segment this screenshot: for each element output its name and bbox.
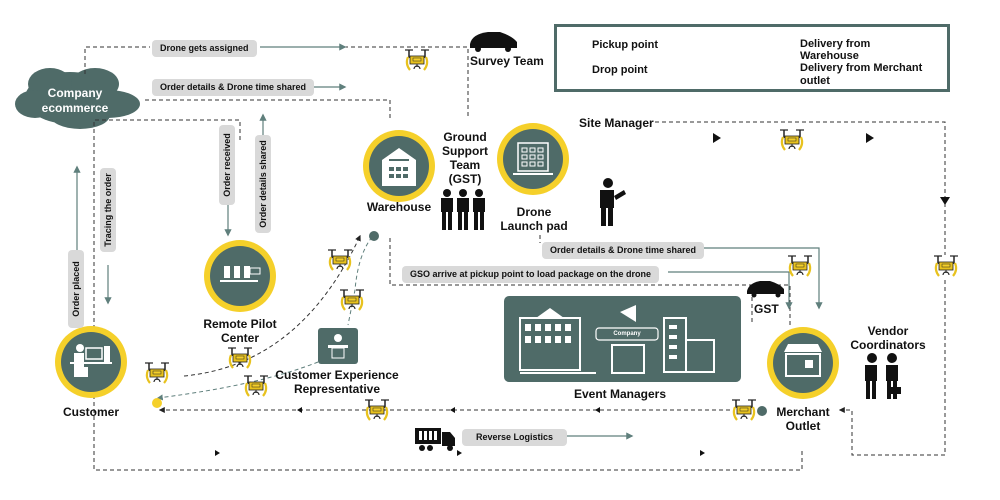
drone-icon: [730, 398, 758, 422]
customer-label: Customer: [62, 405, 119, 419]
dashed-connectors: [84, 46, 946, 471]
legend-merchant-label-1: Delivery from Merchant: [800, 62, 923, 74]
drone-icon: [778, 128, 806, 152]
site-manager-label: Site Manager: [579, 116, 654, 130]
truck-icon: [415, 428, 455, 451]
company-label-line1: Company: [47, 86, 103, 100]
company-banner-label: Company: [613, 331, 641, 337]
survey-team-label: Survey Team: [470, 54, 544, 68]
drone-icon: [338, 288, 366, 312]
flow-order-details-top: Order details & Drone time shared: [152, 79, 315, 96]
drop-point-customer: [152, 398, 162, 408]
gst-car-label: GST: [754, 302, 779, 316]
flow-tracing-order: Tracing the order: [100, 168, 116, 252]
customer-circle: [55, 326, 127, 398]
company-label-line2: ecommerce: [41, 101, 109, 115]
ground-support-team-icon: [441, 189, 485, 230]
flow-order-received: Order received: [219, 125, 235, 205]
flow-gso-arrive: GSO arrive at pickup point to load packa…: [402, 266, 660, 283]
legend-warehouse-label-1: Delivery from: [800, 38, 871, 50]
vendor-coordinators-icon: [865, 353, 901, 399]
drone-icon: [326, 248, 354, 272]
legend-merchant-label-2: outlet: [800, 75, 830, 87]
solid-arrows: [73, 43, 823, 440]
flow-order-placed: Order placed: [68, 250, 84, 328]
drone-icon: [786, 254, 814, 278]
merchant-outlet-circle: [767, 327, 839, 399]
flow-order-details-right: Order details & Drone time shared: [542, 242, 705, 259]
drone-icon: [242, 374, 270, 398]
drone-icon: [226, 346, 254, 370]
cer-box: [318, 328, 358, 364]
company-ecommerce-label: Company ecommerce: [40, 86, 110, 116]
launch-pad-circle: [497, 123, 569, 195]
flow-reverse-logistics: Reverse Logistics: [462, 429, 568, 446]
drone-icon: [403, 48, 431, 72]
flow-order-details-shared: Order details shared: [255, 135, 271, 233]
warehouse-circle: [363, 130, 435, 202]
gst-car-icon: [747, 281, 784, 298]
legend-drop-label: Drop point: [592, 64, 648, 76]
legend-pickup-label: Pickup point: [592, 39, 658, 51]
pickup-point-warehouse: [369, 231, 379, 241]
legend-box: Pickup point Drop point Delivery from Wa…: [554, 24, 950, 92]
drone-icon: [143, 361, 171, 385]
event-managers-label: Event Managers: [573, 387, 667, 401]
warehouse-label: Warehouse: [366, 200, 432, 214]
site-manager-icon: [600, 178, 626, 226]
pickup-point-merchant: [757, 406, 767, 416]
remote-pilot-circle: [204, 240, 276, 312]
legend-warehouse-label-2: Warehouse: [800, 50, 859, 62]
event-managers-panel: [504, 296, 741, 382]
drone-icon: [932, 254, 960, 278]
direction-markers: [215, 133, 950, 456]
flow-drone-gets-assigned: Drone gets assigned: [152, 40, 257, 57]
survey-car-icon: [470, 32, 517, 52]
company-cloud-shape: [15, 68, 140, 129]
